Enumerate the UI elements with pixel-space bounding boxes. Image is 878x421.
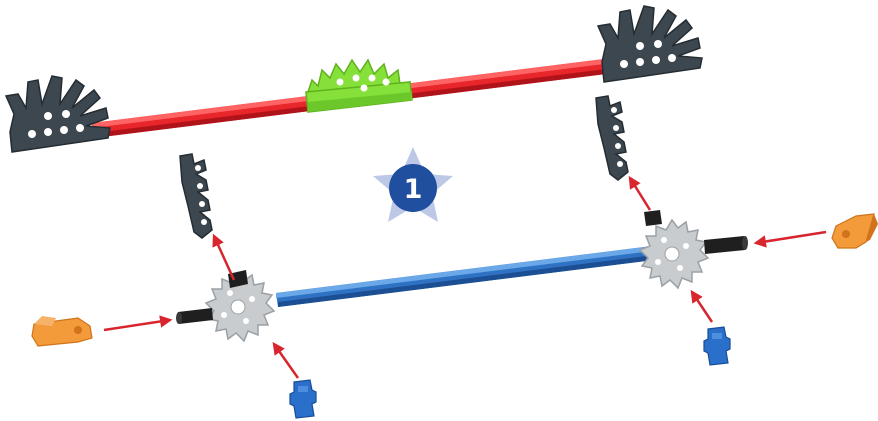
orange-crank-icon bbox=[31, 316, 93, 347]
arrow-icon bbox=[212, 233, 236, 281]
dark-half-gear-icon bbox=[4, 75, 111, 153]
assembly-arrows bbox=[103, 175, 827, 379]
blue-rod bbox=[276, 244, 670, 307]
bottom-assembly bbox=[31, 95, 878, 419]
dark-connector-icon bbox=[595, 95, 629, 181]
blue-clip-icon bbox=[289, 379, 317, 419]
arrow-icon bbox=[103, 315, 173, 332]
step-number: 1 bbox=[404, 174, 423, 205]
orange-crank-icon bbox=[831, 213, 878, 249]
step-badge: 1 bbox=[373, 147, 453, 222]
gray-gear-icon bbox=[204, 271, 276, 343]
green-gear-connector-icon bbox=[305, 58, 413, 113]
arrow-icon bbox=[628, 175, 652, 211]
dark-half-gear-icon bbox=[596, 5, 703, 83]
top-assembly bbox=[4, 5, 703, 153]
arrow-icon bbox=[690, 289, 714, 323]
axle-end-icon bbox=[644, 210, 748, 254]
arrow-icon bbox=[272, 341, 300, 379]
dark-connector-icon bbox=[179, 153, 213, 239]
axle-end-icon bbox=[176, 270, 248, 324]
arrow-icon bbox=[753, 230, 827, 248]
step-circle bbox=[389, 164, 437, 212]
blue-clip-icon bbox=[703, 326, 731, 366]
gray-gear-icon bbox=[638, 218, 710, 290]
